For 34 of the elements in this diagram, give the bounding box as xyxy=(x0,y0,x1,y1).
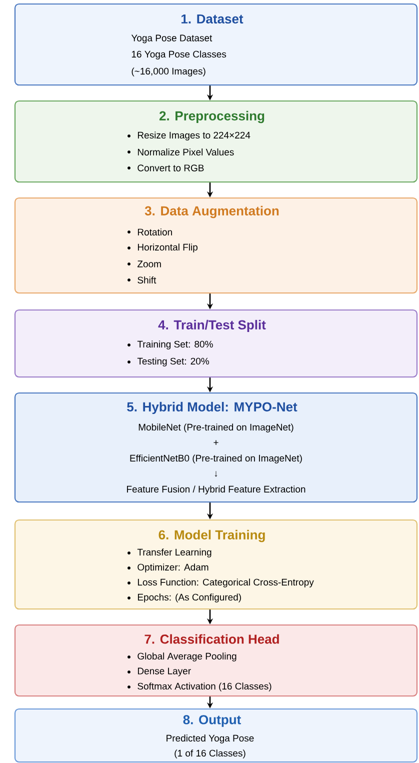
step-heading: 4. Train/Test Split xyxy=(158,320,266,332)
body-text: + xyxy=(214,440,218,445)
body-text: Feature Fusion / Hybrid Feature Extraction xyxy=(127,486,306,494)
bullet-item: Zoom xyxy=(128,260,161,268)
body-text: (~16,000 Images) xyxy=(132,68,206,76)
step-heading: 3. Data Augmentation xyxy=(144,206,279,218)
bullet-item: Testing Set: 20% xyxy=(128,358,210,366)
bullet-item: Horizontal Flip xyxy=(128,244,198,252)
body-text: Predicted Yoga Pose xyxy=(166,734,254,744)
body-text: MobileNet (Pre-trained on ImageNet) xyxy=(138,424,294,432)
step-heading: 2. Preprocessing xyxy=(159,110,264,124)
step-heading: 1. Dataset xyxy=(182,14,244,24)
bullet-item: Convert to RGB xyxy=(128,164,204,172)
bullet-item: Normalize Pixel Values xyxy=(128,148,234,156)
bullet-item: Shift xyxy=(128,276,156,284)
step-heading: 7. Classification Head xyxy=(144,634,279,644)
body-text: EfficientNetB0 (Pre-trained on ImageNet) xyxy=(130,454,302,464)
body-text: 16 Yoga Pose Classes xyxy=(132,50,226,60)
body-text: Yoga Pose Dataset xyxy=(131,34,212,44)
bullet-item: Training Set: 80% xyxy=(128,340,213,350)
bullet-item: Epochs: (As Configured) xyxy=(128,594,241,602)
body-text: (1 of 16 Classes) xyxy=(174,750,246,758)
bullet-item: Resize Images to 224×224 xyxy=(128,132,250,140)
step-heading: 6. Model Training xyxy=(158,530,265,542)
bullet-item: Optimizer: Adam xyxy=(128,564,208,572)
bullet-item: Dense Layer xyxy=(128,668,191,676)
step-heading: 8. Output xyxy=(183,715,241,727)
step-heading: 5. Hybrid Model: MYPO-Net xyxy=(127,402,298,414)
bullet-item: Global Average Pooling xyxy=(128,652,236,662)
bullet-item: Rotation xyxy=(128,228,172,236)
bullet-item: Loss Function: Categorical Cross-Entropy xyxy=(128,578,314,588)
bullet-item: Softmax Activation (16 Classes) xyxy=(128,682,272,692)
body-text: ↓ xyxy=(214,471,218,477)
bullet-item: Transfer Learning xyxy=(128,548,212,558)
